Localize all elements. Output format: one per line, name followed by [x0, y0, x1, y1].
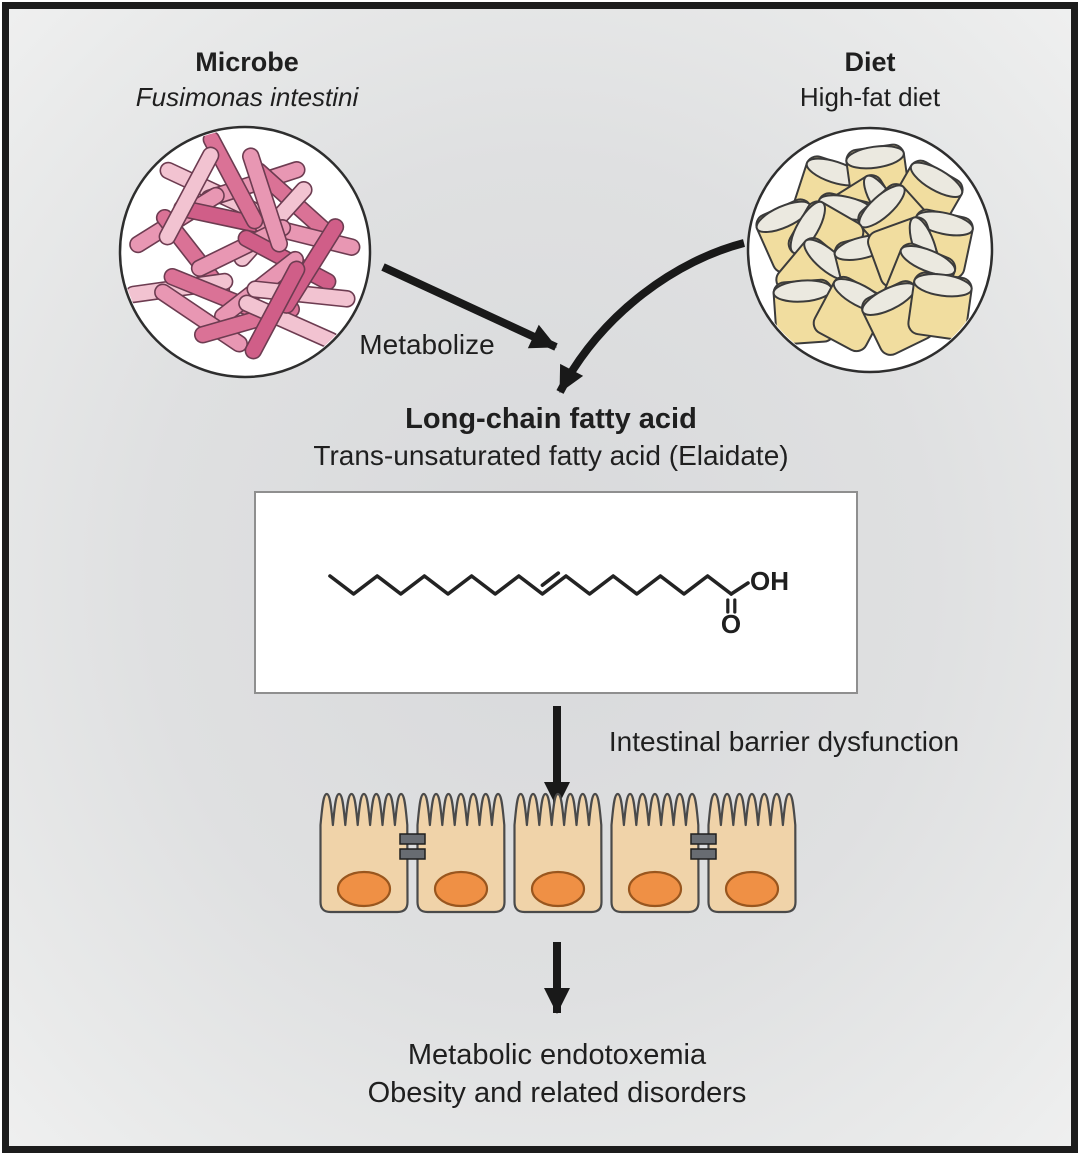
arrow-metabolize	[381, 263, 558, 351]
arrow-diet-curved	[556, 239, 745, 394]
fatty-acid-subtitle: Trans-unsaturated fatty acid (Elaidate)	[313, 440, 789, 471]
epithelial-cell	[610, 792, 700, 914]
tight-junction	[399, 848, 426, 860]
barrier-dysfunction-label: Intestinal barrier dysfunction	[608, 726, 960, 757]
microbe-title: Microbe	[195, 47, 299, 77]
elaidate-structure	[328, 571, 750, 614]
diet-subtitle: High-fat diet	[799, 82, 941, 112]
double-bond-line	[540, 571, 561, 588]
epithelium-illustration	[319, 792, 797, 914]
tight-junctions	[399, 833, 717, 860]
epithelial-cell	[319, 792, 409, 914]
microbe-circle	[118, 125, 372, 379]
epithelial-cell	[416, 792, 506, 914]
tight-junction	[690, 848, 717, 860]
fatty-acid-title: Long-chain fatty acid	[405, 403, 697, 435]
tight-junction	[399, 833, 426, 845]
hydroxyl-label: OH	[750, 566, 789, 596]
tight-junction	[690, 833, 717, 845]
metabolize-label: Metabolize	[359, 329, 495, 360]
outcome-endotoxemia: Metabolic endotoxemia	[407, 1039, 707, 1071]
epithelial-cell	[707, 792, 797, 914]
carbonyl-oxygen-label: O	[721, 609, 741, 639]
diet-circle	[746, 126, 994, 374]
diet-title: Diet	[844, 47, 896, 77]
microbe-species: Fusimonas intestini	[135, 82, 359, 112]
structure-box: OH O	[254, 491, 858, 694]
epithelial-cell	[513, 792, 603, 914]
outcome-obesity: Obesity and related disorders	[367, 1077, 747, 1109]
